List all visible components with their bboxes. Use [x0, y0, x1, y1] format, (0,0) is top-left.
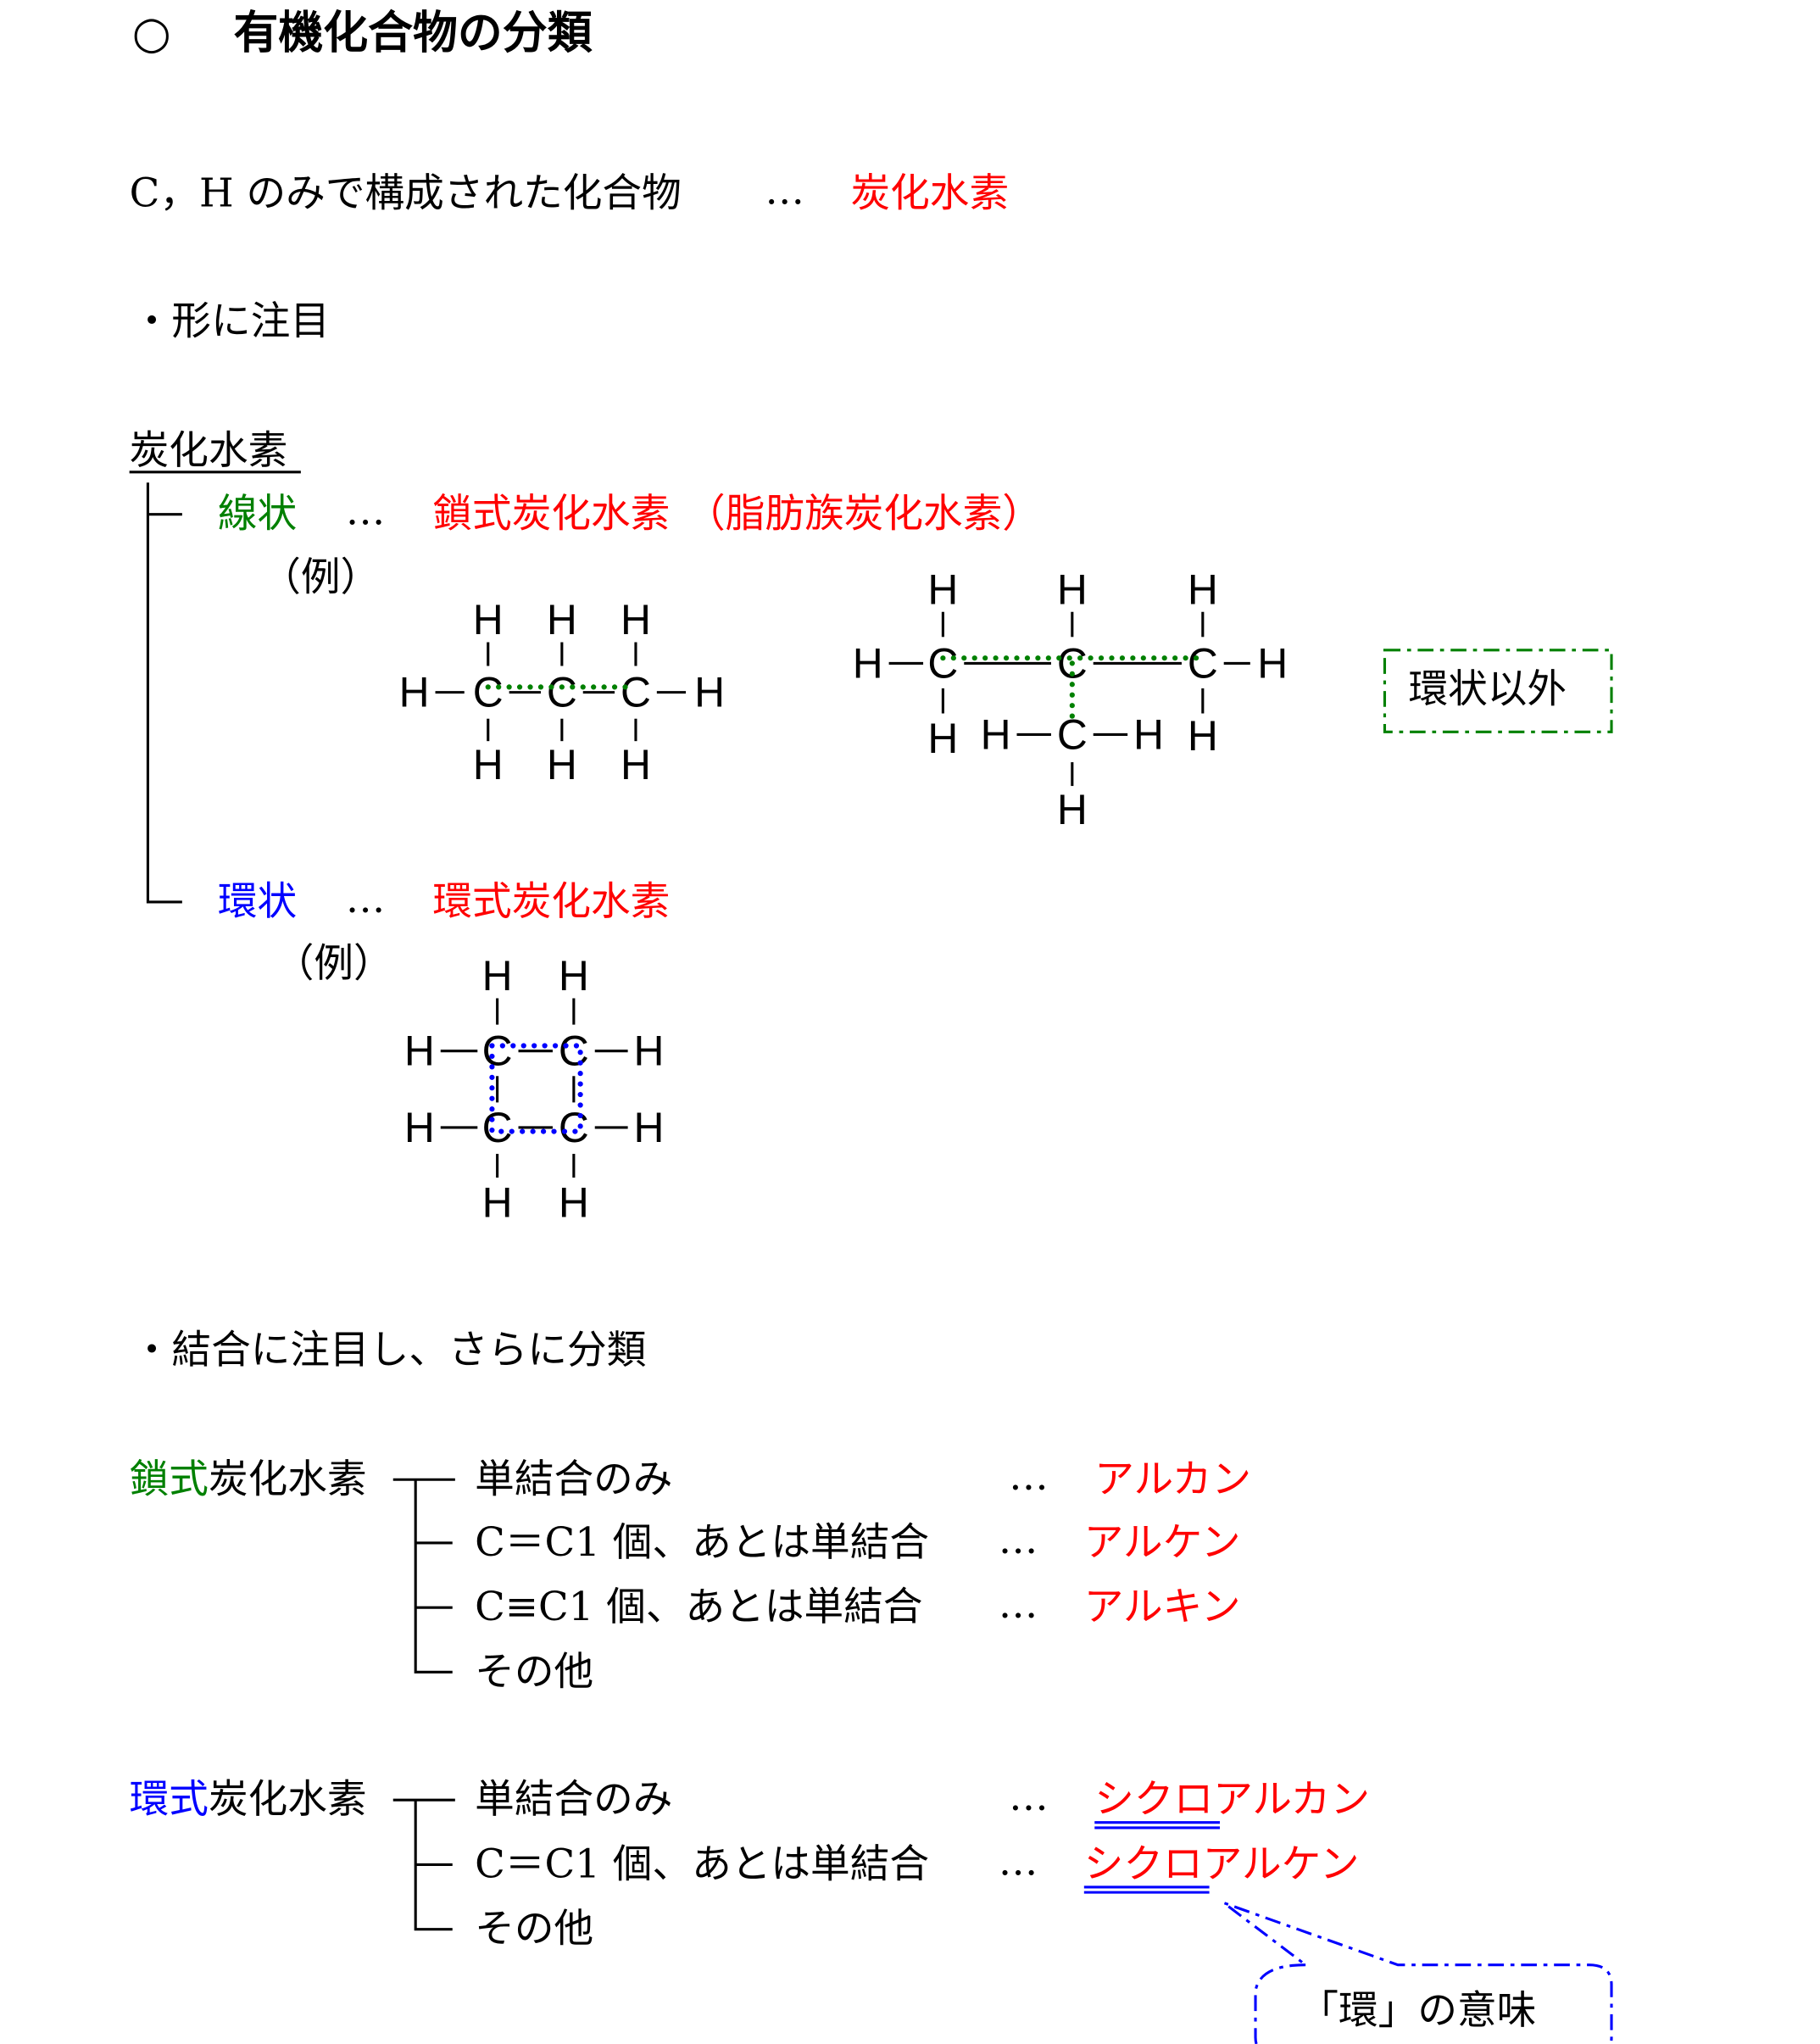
callout-text: 「環」の意味 — [1299, 1988, 1536, 2034]
atom-h: H — [482, 952, 513, 1000]
section-bond-heading: ・結合に注目し、さらに分類 — [132, 1328, 647, 1373]
ring-classification: 環式炭化水素 単結合のみ … シクロアルカン C＝C1 個、あとは単結合 … シ… — [130, 1774, 1613, 2044]
atom-h: H — [559, 952, 589, 1000]
cycloalkane: シクロアルカン — [1094, 1777, 1370, 1823]
chain-classification: 鎖式炭化水素 単結合のみ … アルカン C＝C1 個、あとは単結合 … アルケン… — [130, 1454, 1251, 1695]
linear-term-paren: （脂肪族炭化水素） — [686, 492, 1042, 537]
tree-root: 炭化水素 — [130, 428, 288, 474]
chain-cond-2: C≡C1 個、あとは単結合 — [475, 1585, 922, 1630]
atom-h: H — [1188, 712, 1218, 760]
atom-h: H — [694, 669, 725, 716]
atom-h: H — [927, 565, 958, 613]
page-title: 有機化合物の分類 — [234, 7, 593, 58]
atom-h: H — [547, 741, 577, 788]
ellipsis: … — [999, 1582, 1038, 1628]
atom-h: H — [1133, 710, 1164, 758]
ellipsis: … — [765, 169, 804, 214]
chain-cond-3: その他 — [475, 1649, 593, 1695]
chain-root-colored: 鎖式 — [130, 1456, 209, 1502]
atom-h: H — [1057, 565, 1088, 613]
branch-line — [414, 1479, 453, 1674]
atom-h: H — [621, 596, 651, 643]
ring-root-rest: 炭化水素 — [209, 1777, 367, 1823]
title-bullet: ○ — [132, 7, 171, 58]
atom-h: H — [559, 1179, 589, 1227]
ring-dots — [489, 1043, 583, 1134]
ring-root: 環式炭化水素 — [130, 1777, 367, 1823]
chain-cond-0: 単結合のみ — [475, 1456, 672, 1502]
atom-h: H — [482, 1179, 513, 1227]
ring-cond-0: 単結合のみ — [475, 1777, 672, 1823]
atom-c: C — [547, 669, 577, 716]
ellipsis: … — [346, 877, 386, 922]
linear-label: 線状 — [218, 492, 297, 537]
note-text: 環状以外 — [1408, 667, 1567, 713]
cyclic-label: 環状 — [218, 879, 297, 925]
branch-line — [414, 1800, 453, 1931]
atom-c: C — [482, 1028, 513, 1075]
tree-branch-line — [146, 482, 182, 904]
ring-root-colored: 環式 — [130, 1777, 209, 1823]
chain-root-rest: 炭化水素 — [209, 1456, 367, 1502]
atom-h: H — [981, 710, 1011, 758]
atom-h: H — [399, 669, 430, 716]
atom-c: C — [482, 1104, 513, 1151]
atom-c: C — [473, 669, 504, 716]
ellipsis: … — [346, 489, 386, 535]
ellipsis: … — [999, 1839, 1038, 1885]
atom-c: C — [1188, 639, 1218, 687]
definition-text: C，H のみで構成された化合物 — [130, 171, 682, 217]
section-shape-heading: ・形に注目 — [132, 299, 330, 345]
atom-h: H — [621, 741, 651, 788]
atom-h: H — [404, 1104, 435, 1151]
ring-cond-1: C＝C1 個、あとは単結合 — [475, 1841, 929, 1887]
chain-root: 鎖式炭化水素 — [130, 1456, 367, 1502]
example-label: （例） — [261, 554, 380, 600]
alkane: アルカン — [1094, 1456, 1251, 1502]
chain-cond-1: C＝C1 個、あとは単結合 — [475, 1520, 929, 1566]
atom-h: H — [547, 596, 577, 643]
alkene: アルケン — [1084, 1520, 1241, 1566]
atom-h: H — [1257, 639, 1288, 687]
alkyne: アルキン — [1084, 1585, 1241, 1630]
ellipsis: … — [1009, 1774, 1049, 1820]
atom-h: H — [634, 1104, 665, 1151]
linear-term: 鎖式炭化水素 — [432, 492, 670, 537]
atom-h: H — [927, 715, 958, 762]
atom-h: H — [853, 639, 883, 687]
atom-h: H — [634, 1028, 665, 1075]
atom-h: H — [473, 741, 504, 788]
note-box — [1383, 649, 1613, 733]
atom-c: C — [559, 1104, 589, 1151]
atom-c: C — [559, 1028, 589, 1075]
atom-h: H — [404, 1028, 435, 1075]
cyclic-term: 環式炭化水素 — [432, 879, 670, 925]
ring-cond-2: その他 — [475, 1907, 593, 1952]
ellipsis: … — [1009, 1454, 1049, 1500]
definition-term: 炭化水素 — [851, 171, 1010, 217]
atom-h: H — [473, 596, 504, 643]
atom-h: H — [1057, 786, 1088, 833]
atom-c: C — [621, 669, 651, 716]
atom-h: H — [1188, 565, 1218, 613]
cycloalkene: シクロアルケン — [1084, 1841, 1360, 1887]
atom-c: C — [927, 639, 958, 687]
example-label: （例） — [275, 941, 393, 987]
ellipsis: … — [999, 1518, 1038, 1563]
